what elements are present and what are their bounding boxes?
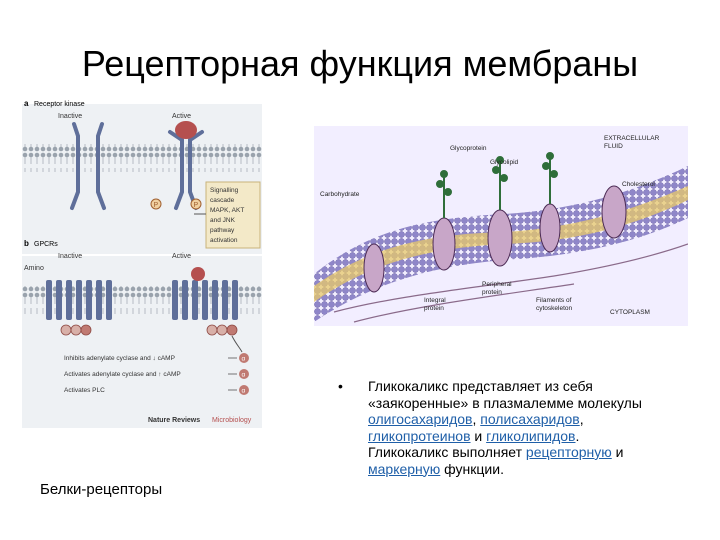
label-peripheral: Peripheral [482,281,512,288]
link-marker[interactable]: маркерную [368,461,440,477]
label-cytoplasm: CYTOPLASM [610,309,650,316]
bullet-text-part: функции. [440,461,504,477]
panel-a-inactive-label: Inactive [58,113,82,120]
label-integral: Integral [424,297,446,304]
label-extracellular: FLUID [604,143,623,150]
panel-a-title: Receptor kinase [34,101,85,108]
alpha-label: α [242,388,246,395]
bullet-text-part: и [612,444,624,460]
panel-b-letter: b [24,239,29,248]
label-glycolipid: Glycolipid [490,159,519,166]
label-cytoskeleton: cytoskeleton [536,305,573,312]
phosphate-label-1: P [154,202,159,209]
label-extracellular: EXTRACELLULAR [604,135,660,142]
signal-line: Signalling [210,187,239,194]
effect-text: Activates adenylate cyclase and ↑ cAMP [64,371,181,378]
alpha-label: α [242,356,246,363]
credit-journal: Nature Reviews [148,417,200,424]
panel-a-active-label: Active [172,113,191,120]
panel-b-active-label: Active [172,253,191,260]
signal-line: and JNK [210,217,236,224]
link-glycoproteins[interactable]: гликопротеинов [368,428,471,444]
link-glycolipids[interactable]: гликолипидов [486,428,575,444]
panel-b-inactive-label: Inactive [58,253,82,260]
g-protein-inactive [61,325,91,335]
alpha-label: α [242,372,246,379]
label-integral: protein [424,305,444,312]
link-polysaccharides[interactable]: полисахаридов [480,411,579,427]
amino-label: Amino [24,265,44,272]
label-cytoskeleton: Filaments of [536,297,572,304]
phosphate-label-2: P [194,202,199,209]
g-protein-active [207,325,237,335]
label-glycoprotein: Glycoprotein [450,145,487,152]
bullet-text-part: , [580,411,584,427]
label-cholesterol: Cholesterol [622,181,655,188]
link-oligosaccharides[interactable]: олигосахаридов [368,411,472,427]
signal-line: cascade [210,197,235,204]
bullet-text: Гликокаликс представляет из себя «заякор… [368,378,648,477]
receptor-diagram: a Receptor kinase Inactive Active P P Si… [22,96,268,438]
panel-b-title: GPCRs [34,241,58,248]
bullet-marker: • [338,378,343,395]
bullet-text-part: и [471,428,487,444]
ligand-b [191,267,205,281]
link-receptor[interactable]: рецепторную [526,444,612,460]
label-peripheral: protein [482,289,502,296]
signal-line: MAPK, AKT [210,207,244,214]
effect-text: Inhibits adenylate cyclase and ↓ cAMP [64,355,175,362]
membrane-bilayer-a [22,144,262,172]
membrane-model-diagram: EXTRACELLULAR FLUID Glycoprotein Glycoli… [314,126,688,326]
panel-a-letter: a [24,99,29,108]
effect-text: Activates PLC [64,387,105,394]
label-carbohydrate: Carbohydrate [320,191,360,198]
credit-section: Microbiology [212,417,252,424]
figure-caption: Белки-рецепторы [40,481,162,499]
signal-line: pathway [210,227,235,234]
ligand-a [175,121,197,139]
bullet-text-part: Гликокаликс представляет из себя «заякор… [368,378,642,411]
signal-line: activation [210,237,238,244]
slide-title: Рецепторная функция мембраны [0,42,720,86]
